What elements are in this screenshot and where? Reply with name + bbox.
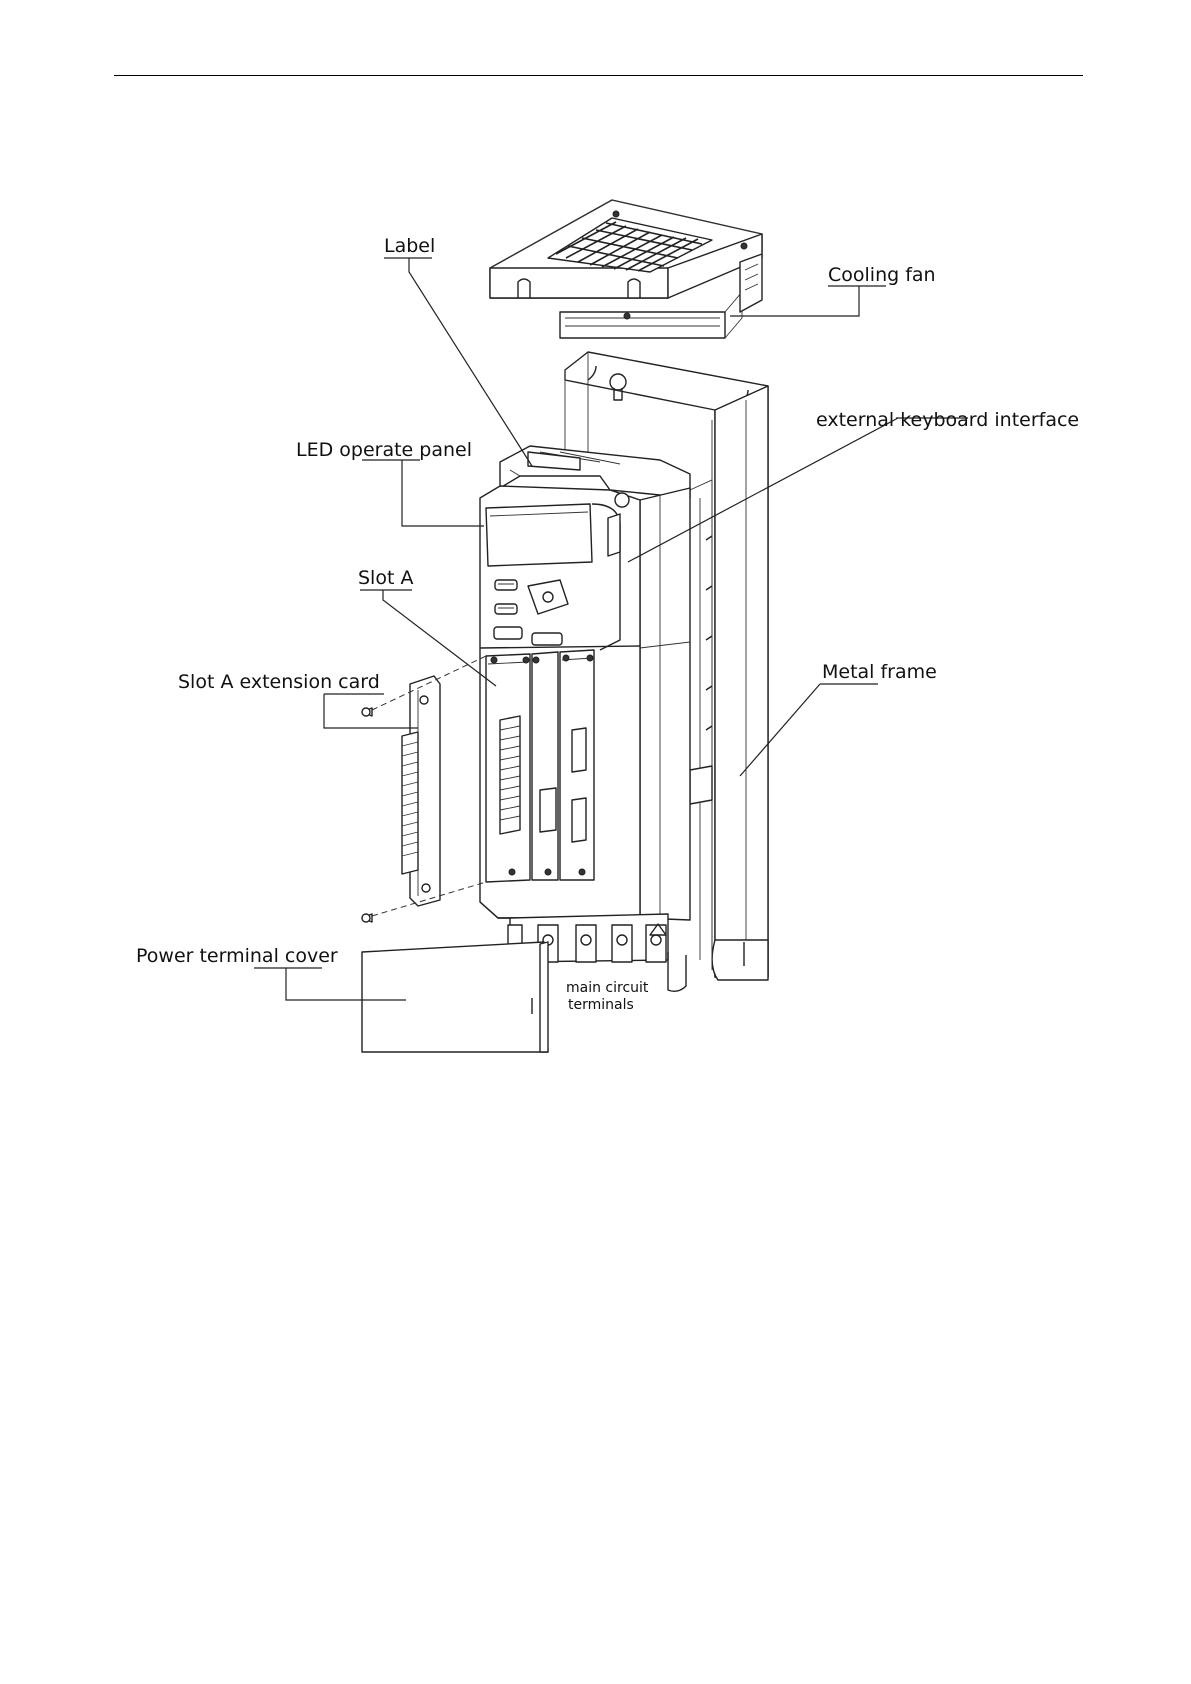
power-terminal-cover-drawing (362, 942, 548, 1052)
main-circuit-terminals-callout-line1: main circuit (566, 980, 649, 996)
external-keyboard-interface-callout: external keyboard interface (816, 409, 1079, 431)
cooling-fan-callout: Cooling fan (828, 264, 936, 286)
metal-frame-callout: Metal frame (822, 661, 937, 683)
slot-a-extension-card-callout: Slot A extension card (178, 671, 380, 693)
cooling-fan-drawing (490, 200, 762, 338)
led-operate-panel-callout: LED operate panel (296, 439, 472, 461)
slot-a-extension-card-drawing (362, 656, 486, 922)
slot-a-callout: Slot A (358, 567, 413, 589)
main-circuit-terminals-callout-line2: terminals (568, 997, 634, 1013)
power-terminal-cover-callout: Power terminal cover (136, 945, 338, 967)
drive-body-drawing (480, 446, 690, 991)
label-callout: Label (384, 235, 435, 257)
